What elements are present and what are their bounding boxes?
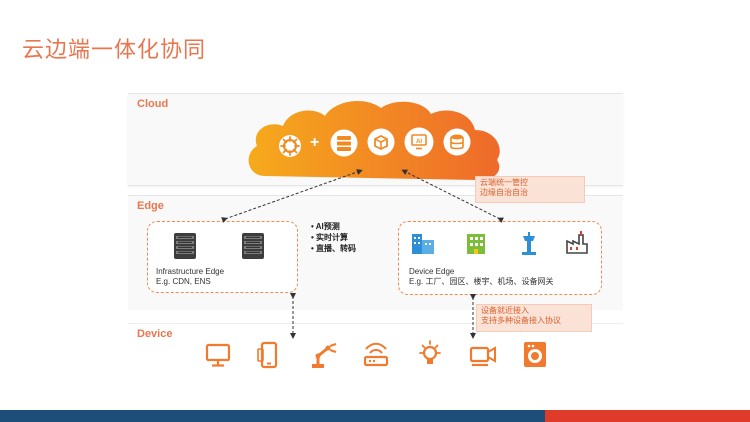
server-stack-icon: [330, 129, 358, 157]
capability-item: • 直播、转码: [311, 244, 357, 253]
footer-bar-red: [545, 410, 750, 422]
server-rack-icon: [174, 233, 196, 259]
washing-machine-icon: [524, 342, 546, 367]
device-access-note: 设备就近接入 支持多种设备接入协议: [476, 304, 592, 332]
footer-bar-blue: [0, 410, 545, 422]
plus-sign: +: [310, 134, 320, 151]
device-edge-title: Device Edge: [409, 267, 455, 276]
robot-arm-icon: [312, 342, 337, 368]
database-icon: [443, 128, 471, 156]
page-title: 云边端一体化协同: [22, 38, 207, 63]
edge-layer-label: Edge: [137, 200, 164, 212]
cloud-layer-label: Cloud: [137, 98, 169, 110]
capability-item: • 实时计算: [311, 233, 349, 242]
device-layer-label: Device: [137, 328, 173, 340]
device-cloud-arrow: [401, 169, 505, 224]
infra-edge-title: Infrastructure Edge: [156, 267, 225, 276]
device-edge-example: E.g. 工厂、园区、楼宇、机场、设备网关: [409, 277, 554, 286]
light-bulb-icon: [419, 340, 441, 364]
note-line: 支持多种设备接入协议: [481, 316, 561, 325]
router-icon: [363, 342, 389, 367]
infra-edge-example: E.g. CDN, ENS: [156, 277, 211, 286]
monitor-icon: [205, 343, 231, 367]
infrastructure-edge-box: Infrastructure Edge E.g. CDN, ENS: [147, 221, 298, 293]
camera-icon: [469, 346, 496, 367]
note-line: 设备就近接入: [481, 306, 529, 315]
ai-monitor-icon: AI: [404, 127, 434, 157]
helm-icon: [279, 135, 301, 157]
cube-box-icon: [367, 128, 395, 156]
infra-cloud-arrow: [221, 169, 363, 223]
smartphone-icon: [257, 341, 278, 369]
factory-icon: [566, 231, 588, 254]
server-rack-icon: [242, 233, 264, 259]
airport-tower-icon: [522, 232, 536, 255]
office-building-icon: [412, 234, 434, 254]
ai-label: AI: [416, 139, 422, 145]
capability-item: • AI预测: [311, 222, 340, 231]
edge-capabilities-list: • AI预测 • 实时计算 • 直播、转码: [311, 221, 356, 254]
park-building-icon: [467, 234, 485, 254]
